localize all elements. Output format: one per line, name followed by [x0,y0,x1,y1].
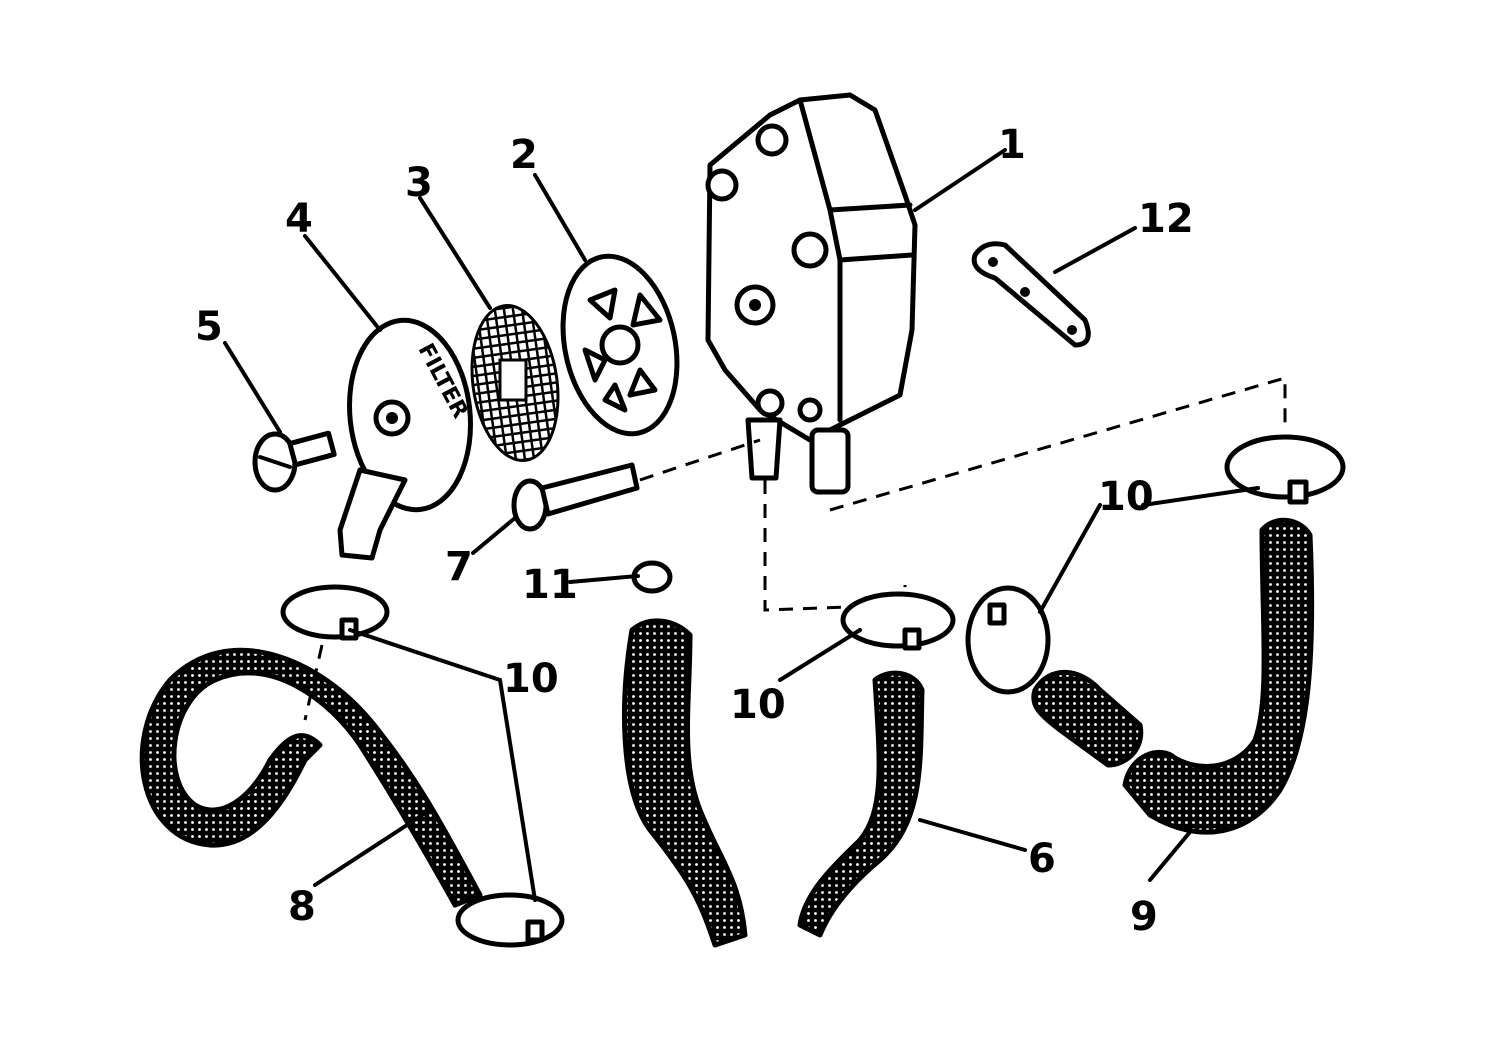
gasket [971,241,1091,348]
mounting-bolt [511,462,640,532]
hose-clamp-top-left [280,584,390,641]
hose-clamp-center [840,591,956,651]
callout-10-top-right: 10 [1098,474,1154,520]
hose-center-left [622,618,748,948]
hose-short-right [1031,669,1144,768]
callout-12: 12 [1138,196,1194,242]
hose-8 [139,647,483,908]
hose-clamp-right-high [1224,434,1346,505]
callout-labels: 1 2 3 4 5 6 7 8 9 10 10 10 10 11 12 [195,122,1194,940]
callout-10-left: 10 [503,656,559,702]
callout-8: 8 [288,884,316,930]
callout-11: 11 [522,562,578,608]
callout-9: 9 [1130,894,1158,940]
hose-9 [1122,517,1315,835]
filter-screen [470,304,560,462]
hose-clamp-bottom-left [455,892,565,948]
filter-plate [560,253,680,437]
filter-cover: FILTER [337,317,473,561]
callout-2: 2 [510,132,538,178]
callout-1: 1 [998,122,1026,168]
hose-6 [797,670,925,938]
hose-clamp-right-low [965,585,1051,695]
callout-10-center: 10 [730,682,786,728]
thumb-screw [252,430,337,493]
callout-5: 5 [195,304,223,350]
callout-7: 7 [445,544,473,590]
callout-3: 3 [405,160,433,206]
callout-4: 4 [285,196,313,242]
leader-lines [223,148,1260,902]
callout-6: 6 [1028,836,1056,882]
alignment-lines [303,376,1287,721]
fuel-pump-body [705,92,918,495]
